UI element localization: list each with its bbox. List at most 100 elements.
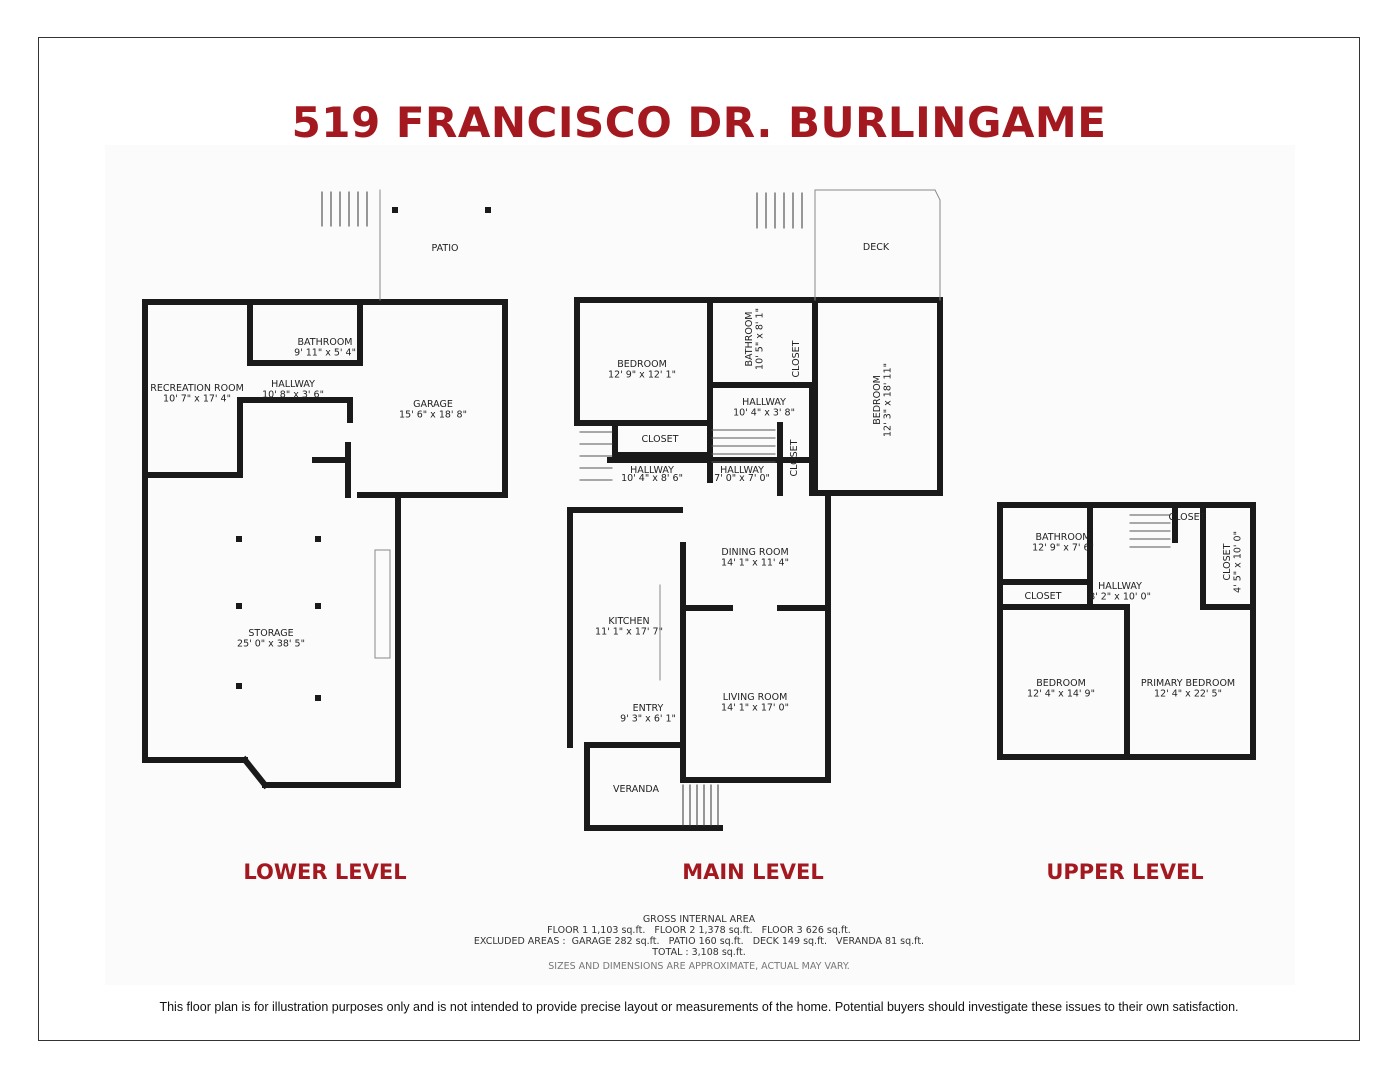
room-dimensions: 10' 5" x 8' 1": [755, 308, 766, 370]
room-name: CLOSET: [642, 434, 679, 445]
column-post: [392, 207, 398, 213]
room-name: BEDROOM: [617, 359, 667, 370]
room-name: BEDROOM: [1036, 678, 1086, 689]
room-name: STORAGE: [248, 628, 293, 639]
room-name: HALLWAY: [271, 379, 315, 390]
room-name: HALLWAY: [1098, 581, 1142, 592]
room-closet: CLOSET: [1169, 512, 1206, 523]
room-deck: DECK: [863, 242, 890, 253]
wall: [240, 755, 270, 790]
plan-background: [105, 145, 1295, 985]
room-dimensions: 7' 0" x 7' 0": [714, 473, 770, 484]
room-name: BATHROOM: [744, 312, 755, 367]
room-name: HALLWAY: [720, 465, 764, 476]
room-name: CLOSET: [1169, 512, 1206, 523]
room-name: CLOSET: [1222, 543, 1233, 580]
disclaimer: This floor plan is for illustration purp…: [159, 1000, 1239, 1014]
lower-level-label: LOWER LEVEL: [243, 860, 407, 884]
column-post: [236, 683, 242, 689]
fixtures: [236, 189, 1171, 827]
room-name: BATHROOM: [298, 337, 353, 348]
column-post: [315, 695, 321, 701]
room-name: ENTRY: [633, 703, 664, 714]
column-post: [236, 536, 242, 542]
room-name: GARAGE: [413, 399, 453, 410]
room-dimensions: 12' 4" x 22' 5": [1154, 689, 1222, 700]
room-dimensions: 12' 9" x 12' 1": [608, 370, 676, 381]
room-dimensions: 9' 3" x 6' 1": [620, 714, 676, 725]
room-dimensions: 10' 4" x 8' 6": [621, 473, 683, 484]
room-patio: PATIO: [432, 243, 459, 254]
room-name: CLOSET: [789, 439, 800, 476]
room-closet: CLOSET: [791, 340, 802, 377]
room-name: KITCHEN: [608, 616, 649, 627]
room-name: DINING ROOM: [721, 547, 788, 558]
room-dimensions: 12' 4" x 14' 9": [1027, 689, 1095, 700]
column-post: [315, 536, 321, 542]
column-post: [315, 603, 321, 609]
room-dimensions: 25' 0" x 38' 5": [237, 639, 305, 650]
property-title: 519 FRANCISCO DR. BURLINGAME: [291, 98, 1107, 147]
area-floors: FLOOR 1 1,103 sq.ft. FLOOR 2 1,378 sq.ft…: [547, 925, 851, 936]
room-closet: CLOSET: [642, 434, 679, 445]
room-closet: CLOSET: [1025, 591, 1062, 602]
room-dimensions: 10' 8" x 3' 6": [262, 390, 324, 401]
room-name: DECK: [863, 242, 890, 253]
room-dimensions: 14' 1" x 17' 0": [721, 703, 789, 714]
room-dimensions: 11' 1" x 17' 7": [595, 627, 663, 638]
room-name: BEDROOM: [872, 375, 883, 425]
room-name: CLOSET: [1025, 591, 1062, 602]
room-name: RECREATION ROOM: [150, 383, 244, 394]
area-excluded: EXCLUDED AREAS : GARAGE 282 sq.ft. PATIO…: [473, 936, 925, 947]
room-dimensions: 4' 5" x 10' 0": [1233, 531, 1244, 593]
column-post: [236, 603, 242, 609]
column-post: [485, 207, 491, 213]
walls: [142, 297, 1256, 831]
room-name: LIVING ROOM: [723, 692, 788, 703]
room-dimensions: 15' 6" x 18' 8": [399, 410, 467, 421]
room-dimensions: 10' 4" x 3' 8": [733, 408, 795, 419]
room-dimensions: 9' 11" x 5' 4": [294, 348, 356, 359]
room-name: PATIO: [432, 243, 459, 254]
area-note: SIZES AND DIMENSIONS ARE APPROXIMATE, AC…: [548, 961, 850, 972]
room-dimensions: 12' 3" x 18' 11": [883, 363, 894, 437]
area-heading: GROSS INTERNAL AREA: [642, 914, 756, 925]
room-dimensions: 14' 1" x 11' 4": [721, 558, 789, 569]
room-veranda: VERANDA: [613, 784, 659, 795]
area-summary: GROSS INTERNAL AREA FLOOR 1 1,103 sq.ft.…: [0, 914, 1398, 972]
room-name: VERANDA: [613, 784, 659, 795]
outline: [934, 189, 941, 201]
room-name: HALLWAY: [630, 465, 674, 476]
room-dimensions: 10' 7" x 17' 4": [163, 394, 231, 405]
upper-level-label: UPPER LEVEL: [1046, 860, 1204, 884]
main-level-label: MAIN LEVEL: [682, 860, 824, 884]
area-total: TOTAL : 3,108 sq.ft.: [652, 947, 746, 958]
room-name: PRIMARY BEDROOM: [1141, 678, 1235, 689]
room-name: CLOSET: [791, 340, 802, 377]
page-border: [38, 37, 1360, 1041]
room-name: BATHROOM: [1036, 532, 1091, 543]
room-dimensions: 8' 2" x 10' 0": [1089, 592, 1151, 603]
